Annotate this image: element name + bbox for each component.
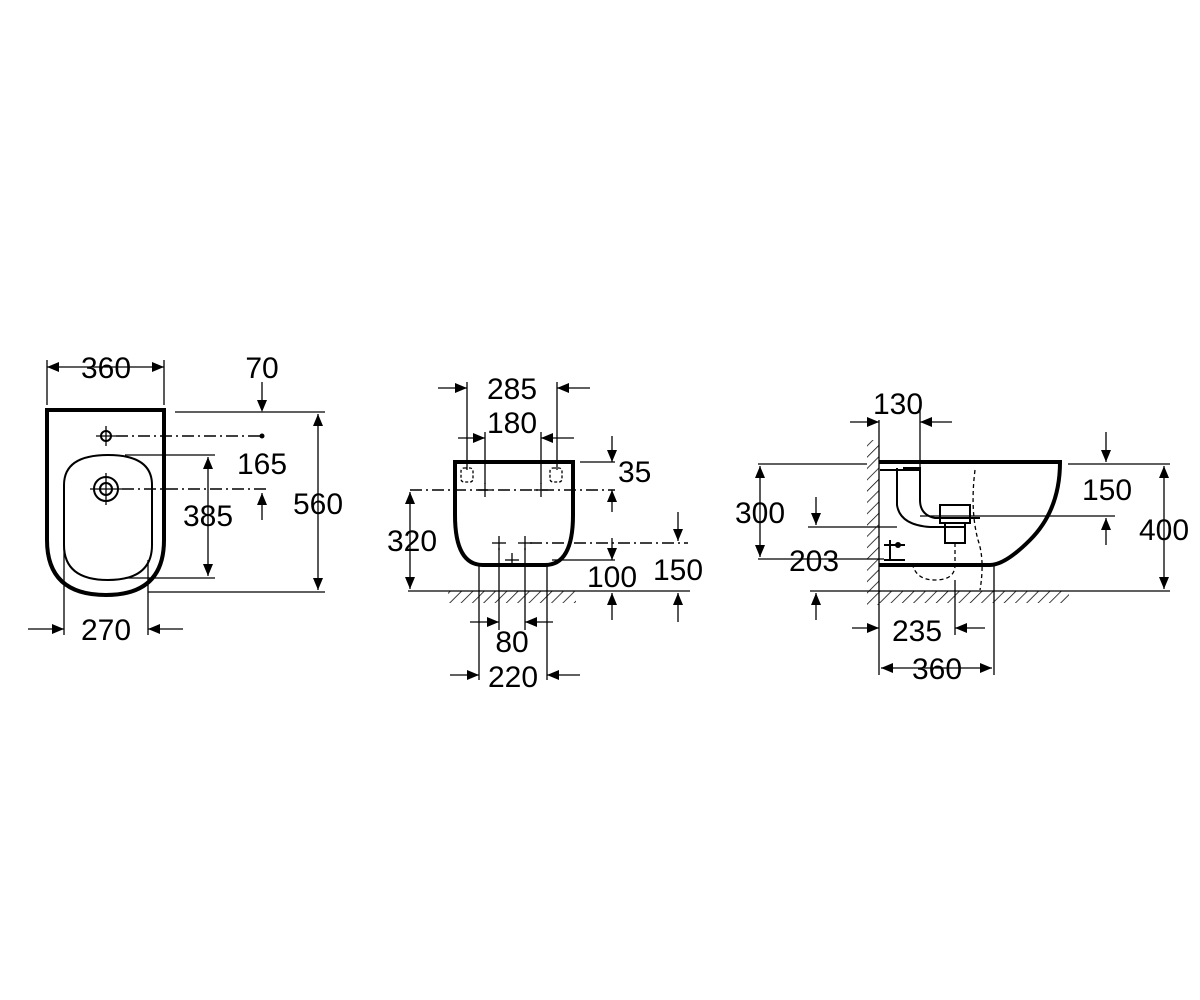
dim-height-300: 300 [735, 497, 785, 530]
wall-hatch [867, 440, 879, 605]
dim-waste-height: 150 [653, 554, 703, 587]
top-view-bowl [63, 453, 153, 582]
dim-fix-inner: 180 [487, 407, 537, 440]
dim-side-depth: 360 [912, 653, 962, 686]
side-view-outline [879, 460, 1063, 567]
tap-hole-icon [96, 426, 116, 446]
dim-bottom-width: 270 [81, 614, 131, 647]
front-view: 285 180 35 320 150 100 80 220 [387, 373, 703, 694]
dim-waste-low: 100 [587, 561, 637, 594]
dim-height-fix: 320 [387, 525, 437, 558]
side-view-bowl [903, 467, 980, 519]
dim-bowl-length: 385 [183, 500, 233, 533]
dim-rim-to-fix: 150 [1082, 474, 1132, 507]
siphon-icon [884, 504, 971, 581]
dim-top-offset: 70 [245, 352, 278, 385]
dim-total-height: 400 [1139, 514, 1189, 547]
dim-base-width: 220 [488, 661, 538, 694]
fixing-point-icon [478, 483, 548, 567]
dim-mid-offset: 165 [237, 448, 287, 481]
dim-waste-offset: 235 [892, 615, 942, 648]
floor-hatch [448, 591, 576, 603]
dim-fix-outer: 285 [487, 373, 537, 406]
side-view: 130 150 300 400 203 235 360 [735, 388, 1189, 686]
front-view-outline [453, 460, 575, 567]
floor-hatch-side [879, 591, 1069, 603]
dim-inlet-spacing: 80 [495, 626, 528, 659]
top-view-outline [45, 408, 166, 598]
dim-fix-height: 35 [618, 456, 651, 489]
top-view: 360 70 165 385 560 270 [28, 352, 343, 647]
waste-hole-icon [90, 473, 122, 505]
dim-side-waste-height: 203 [789, 545, 839, 578]
dim-top-width: 360 [81, 352, 131, 385]
dim-total-length: 560 [293, 488, 343, 521]
dim-wall-offset: 130 [873, 388, 923, 421]
